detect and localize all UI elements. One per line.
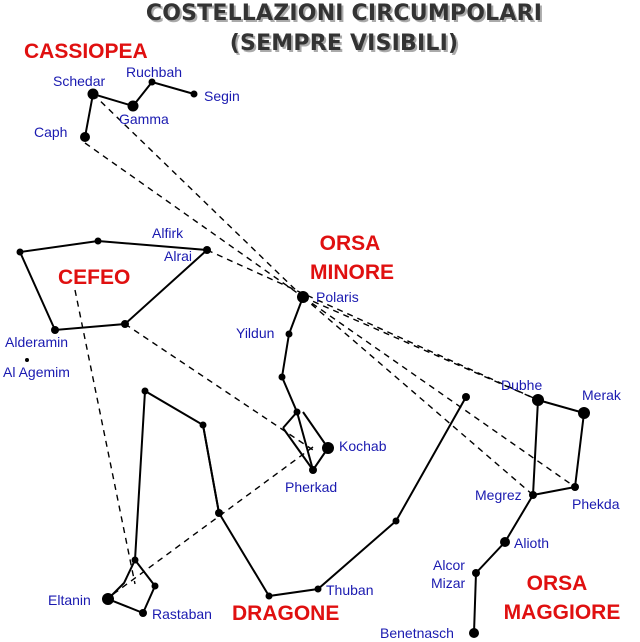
star-dragone-head-top	[131, 556, 139, 564]
label-phekda: Phekda	[572, 496, 620, 512]
label-rastaban: Rastaban	[152, 606, 212, 622]
pointer-polaris-dubhe	[302, 296, 539, 401]
label-orsa-maggiore-2: MAGGIORE	[504, 601, 621, 624]
pointer-lines	[74, 93, 576, 599]
label-polaris: Polaris	[316, 289, 359, 305]
star-phekda	[571, 483, 579, 491]
label-orsa-minore-2: MINORE	[310, 261, 394, 284]
label-pherkad: Pherkad	[285, 479, 337, 495]
title-line2: (SEMPRE VISIBILI)	[230, 31, 458, 56]
label-thuban: Thuban	[326, 582, 373, 598]
label-cefeo: CEFEO	[58, 266, 130, 289]
star-dragone-2	[392, 517, 400, 525]
star-schedar	[87, 88, 99, 100]
star-rastaban	[139, 609, 147, 617]
star-alioth	[500, 537, 510, 547]
orsa-minore-extra	[282, 411, 298, 429]
star-gamma	[127, 100, 139, 112]
star-alderamin	[51, 326, 59, 334]
star-dubhe	[532, 394, 544, 406]
orsa-minore-lines	[280, 296, 330, 473]
label-ruchbah: Ruchbah	[126, 64, 182, 80]
star-pherkad	[309, 466, 317, 474]
star-kochab	[322, 442, 334, 454]
label-gamma: Gamma	[119, 111, 169, 127]
pointer-caph-polaris	[84, 142, 304, 298]
pointer-pherkad-eltanin	[107, 446, 314, 599]
pointer-cefeo-eltanin	[74, 289, 136, 585]
label-eltanin: Eltanin	[48, 592, 91, 608]
star-yildun	[285, 330, 293, 338]
star-segin	[190, 90, 198, 98]
title-line1: COSTELLAZIONI CIRCUMPOLARI	[146, 1, 542, 26]
title-line1-shadow: COSTELLAZIONI CIRCUMPOLARI	[148, 3, 544, 28]
dragone-extra	[202, 424, 220, 514]
star-dragone-6	[199, 421, 207, 429]
label-megrez: Megrez	[475, 487, 522, 503]
star-megrez	[529, 491, 537, 499]
label-orsa-maggiore-1: ORSA	[527, 572, 588, 595]
star-cefeo-right	[121, 320, 129, 328]
star-ruchbah	[148, 78, 156, 86]
label-yildun: Yildun	[236, 325, 274, 341]
label-cassiopea: CASSIOPEA	[24, 40, 148, 63]
star-dragone-7	[141, 387, 149, 395]
label-segin: Segin	[204, 88, 240, 104]
star-thuban	[314, 585, 322, 593]
star-orsa-minore-4	[293, 408, 301, 416]
star-alrai	[203, 246, 211, 254]
cefeo-lines	[18, 239, 208, 332]
star-cefeo-left	[16, 248, 24, 256]
star-al-agemim	[25, 358, 29, 362]
orsa-maggiore-handle	[473, 494, 534, 634]
star-dragone-4	[265, 592, 273, 600]
pointer-schedar-polaris	[92, 93, 304, 298]
constellation-lines	[18, 80, 586, 634]
orsa-maggiore-bowl	[531, 399, 586, 497]
star-dragone-head-right	[151, 582, 159, 590]
label-al-agemim: Al Agemim	[3, 364, 70, 380]
label-orsa-minore-1: ORSA	[320, 232, 381, 255]
label-benetnasch: Benetnasch	[380, 625, 454, 641]
pointer-polaris-phekda	[302, 296, 576, 488]
star-caph	[80, 132, 90, 142]
pointer-cefeo-pherkad	[124, 323, 314, 451]
label-alfirk: Alfirk	[152, 225, 184, 241]
star-labels: Schedar Ruchbah Segin Gamma Caph Alfirk …	[3, 64, 622, 641]
label-alderamin: Alderamin	[5, 334, 68, 350]
star-orsa-minore-3	[278, 373, 286, 381]
constellation-labels: CASSIOPEA CEFEO ORSA MINORE DRAGONE ORSA…	[24, 40, 620, 625]
title: COSTELLAZIONI CIRCUMPOLARI COSTELLAZIONI…	[146, 1, 544, 58]
label-mizar: Mizar	[431, 575, 466, 591]
star-polaris	[297, 291, 309, 303]
label-kochab: Kochab	[339, 438, 387, 454]
label-merak: Merak	[582, 387, 622, 403]
label-alioth: Alioth	[514, 535, 549, 551]
label-dubhe: Dubhe	[501, 377, 542, 393]
title-line2-shadow: (SEMPRE VISIBILI)	[232, 33, 460, 58]
pointer-alrai-dubhe	[206, 249, 539, 401]
stars	[16, 78, 590, 638]
label-alcor: Alcor	[433, 557, 465, 573]
star-eltanin	[102, 593, 114, 605]
star-dragone-5	[215, 509, 223, 517]
star-merak	[578, 407, 590, 419]
star-mizar	[472, 569, 480, 577]
orsa-minore-extra2	[282, 427, 314, 471]
pointer-polaris-megrez	[302, 296, 534, 496]
star-cefeo-top	[94, 237, 102, 245]
cassiopea-lines	[84, 80, 195, 138]
label-schedar: Schedar	[53, 73, 105, 89]
label-caph: Caph	[34, 124, 67, 140]
label-alrai: Alrai	[164, 248, 192, 264]
star-dragone-tail	[462, 393, 470, 401]
label-dragone: DRAGONE	[232, 602, 339, 625]
star-benetnasch	[469, 628, 479, 638]
